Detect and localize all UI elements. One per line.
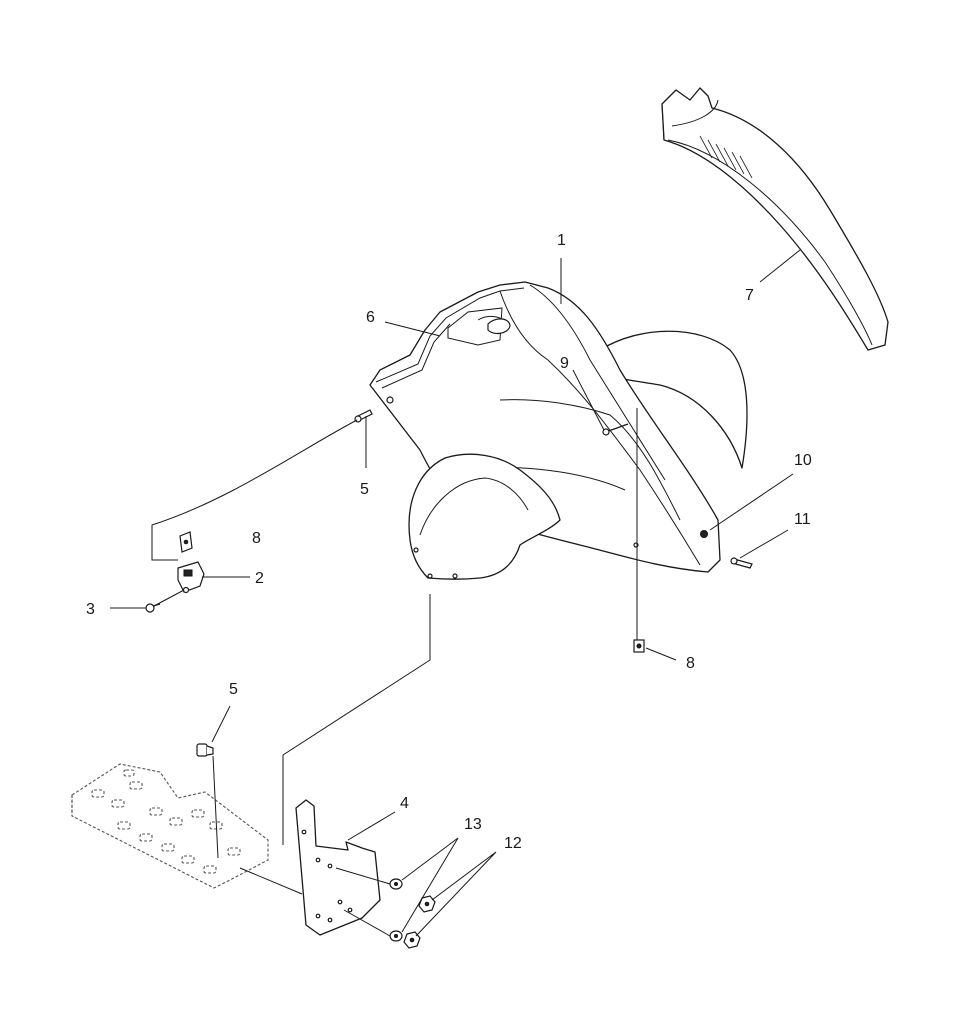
part-5-bolt-upper [354,409,373,423]
part-7-mud-flap [661,87,889,351]
callout-labels: 1 2 3 4 5 5 6 7 8 8 9 10 11 12 13 [86,232,812,852]
part-9-screw [602,423,629,436]
callout-5-upper: 5 [360,481,369,498]
part-2-clamp-bracket [177,561,205,594]
floorboard-reference [71,763,269,889]
callout-7: 7 [745,287,754,304]
part-8-clip-nut-left [179,531,193,553]
callout-9: 9 [560,355,569,372]
callout-12: 12 [504,835,522,852]
callout-1: 1 [557,232,566,249]
part-13-washers [389,878,403,942]
callout-4: 4 [400,795,409,812]
callout-5-lower: 5 [229,681,238,698]
part-11-screw [730,557,753,569]
part-12-nuts [403,895,436,949]
callout-6: 6 [366,309,375,326]
part-3-screw [145,603,161,613]
callout-8-right: 8 [686,655,695,672]
callout-2: 2 [255,570,264,587]
part-1-front-fender [369,281,748,580]
leader-lines [110,249,801,937]
part-5-bolt-lower [196,743,214,757]
part-4-mud-flap-plate [295,799,381,936]
callout-11: 11 [794,511,811,528]
callout-10: 10 [794,452,812,469]
part-8-clip-nut-right [633,639,645,653]
callout-13: 13 [464,816,482,833]
callout-8-left: 8 [252,530,261,547]
callout-3: 3 [86,601,95,618]
